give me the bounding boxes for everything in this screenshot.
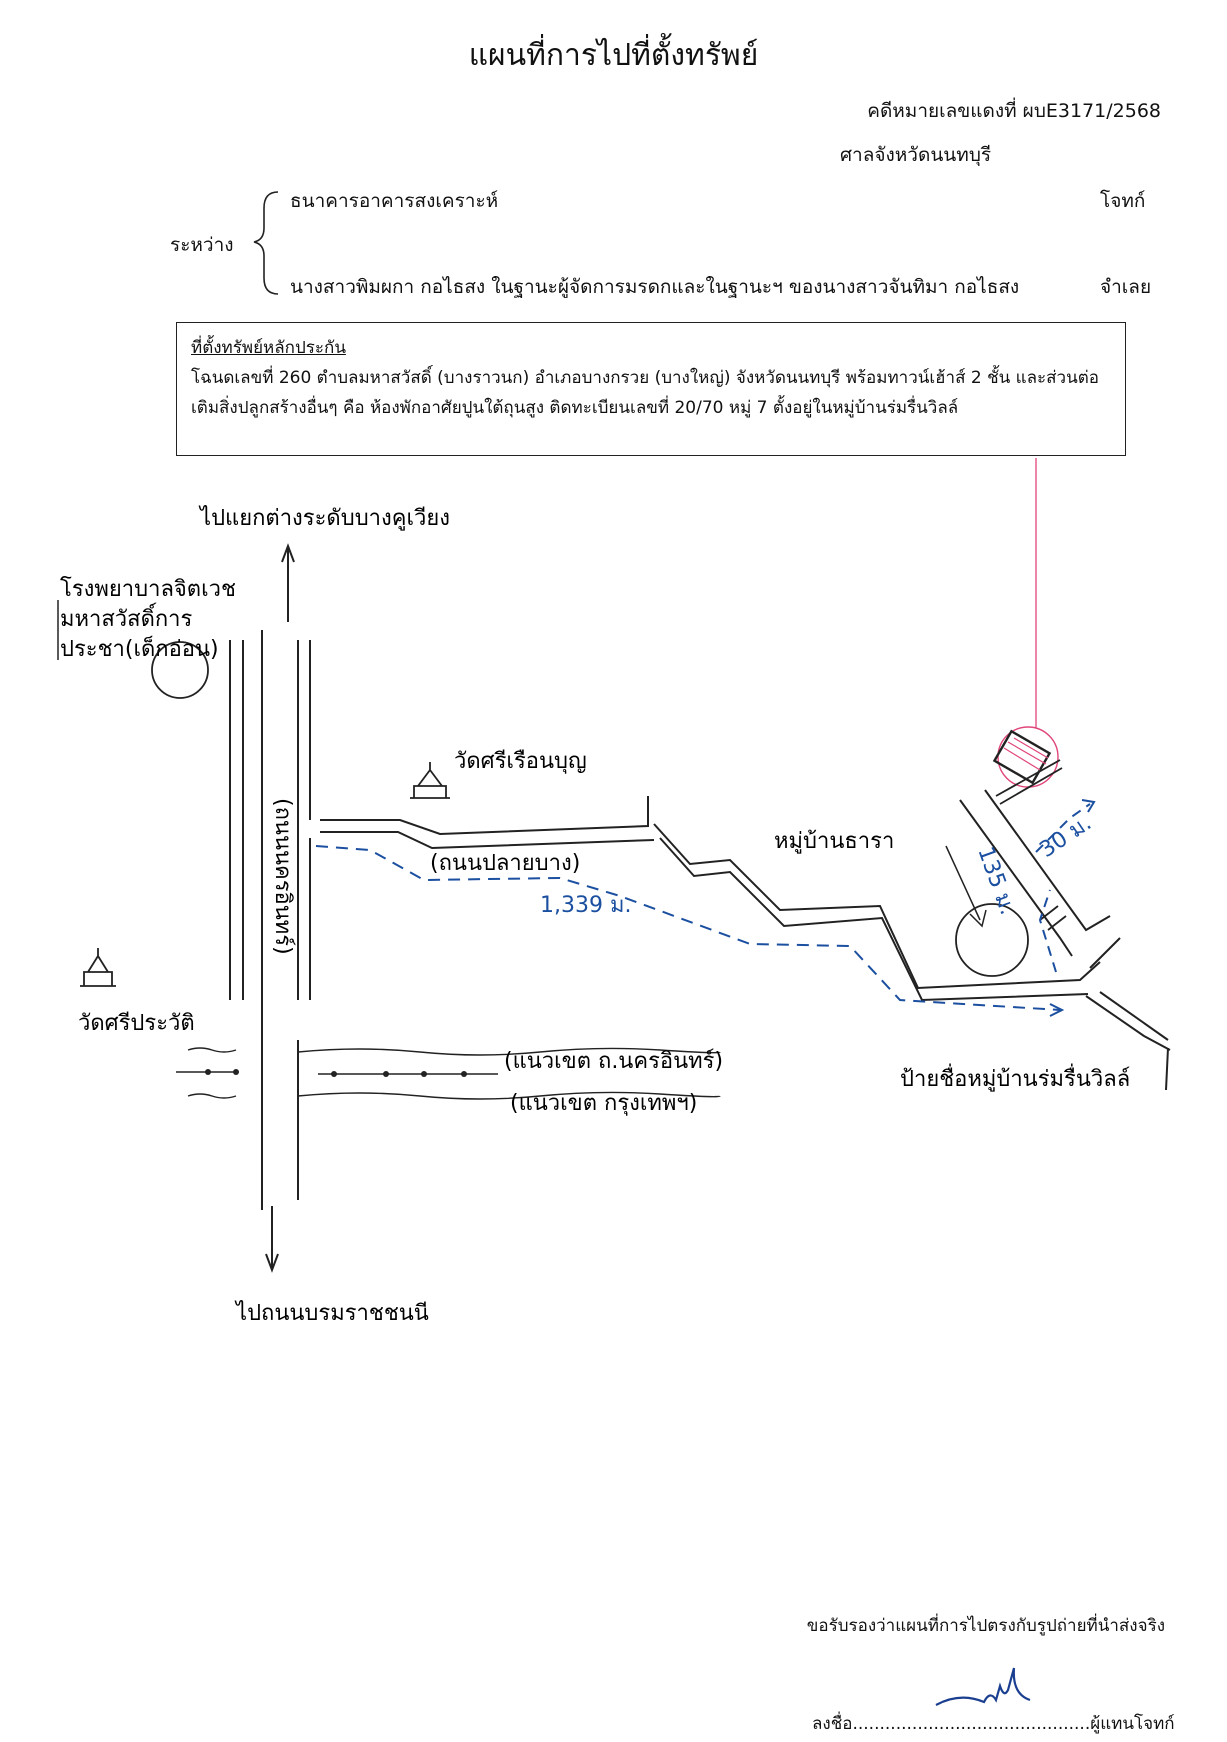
party-brace <box>253 191 279 295</box>
label-temple-1: วัดศรีเรือนบุญ <box>454 749 587 774</box>
route-dashed-soi <box>1038 889 1057 973</box>
collateral-line-1: โฉนดเลขที่ 260 ตำบลมหาสวัสดิ์ (บางราวนก)… <box>191 368 1099 388</box>
collateral-heading: ที่ตั้งทรัพย์หลักประกัน <box>191 338 346 358</box>
plaintiff-name: ธนาคารอาคารสงเคราะห์ <box>290 190 499 212</box>
sign-label: ลงชื่อ <box>812 1714 853 1734</box>
defendant-role: จำเลย <box>1100 276 1152 298</box>
label-rail-1: (แนวเขต ถ.นครอินทร์) <box>504 1049 723 1074</box>
railway-lines <box>176 1047 721 1100</box>
collateral-box: ที่ตั้งทรัพย์หลักประกัน โฉนดเลขที่ 260 ต… <box>176 322 1126 456</box>
defendant-name: นางสาวพิมผกา กอไธสง ในฐานะผู้จัดการมรดกแ… <box>290 276 1020 298</box>
label-distance-main: 1,339 ม. <box>540 893 631 918</box>
label-distance-soi: 135 ม. <box>972 844 1020 919</box>
certify-text: ขอรับรองว่าแผนที่การไปตรงกับรูปถ่ายที่นำ… <box>806 1616 1165 1636</box>
sign-dots: ........................................… <box>852 1714 1091 1734</box>
soi-road-edge-2 <box>984 789 1111 932</box>
label-side-road: (ถนนปลายบาง) <box>430 851 580 876</box>
temple-icon-2 <box>80 948 116 987</box>
label-temple-2: วัดศรีประวัติ <box>78 1011 195 1036</box>
collateral-line-2: เติมสิ่งปลูกสร้างอื่นๆ คือ ห้องพักอาศัยป… <box>191 398 959 418</box>
label-hospital-3: ประชา(เด็กอ่อน) <box>60 634 219 662</box>
property-building <box>992 729 1052 785</box>
label-hospital-2: มหาสวัสดิ์การ <box>60 603 193 632</box>
side-road-bottom <box>320 831 655 850</box>
label-to-south: ไปถนนบรมราชชนนี <box>234 1300 429 1326</box>
property-circle <box>997 726 1059 788</box>
route-dashed-last <box>1035 803 1091 853</box>
label-village-1: หมู่บ้านธารา <box>774 829 894 854</box>
plaintiff-role: โจทก์ <box>1100 190 1146 212</box>
side-road-top <box>320 796 649 836</box>
label-rail-2: (แนวเขต กรุงเทพฯ) <box>510 1091 697 1116</box>
signature <box>935 1667 1031 1706</box>
village-circle <box>955 903 1029 977</box>
court-name: ศาลจังหวัดนนทบุรี <box>840 144 992 166</box>
label-main-road: (ถนนนครอินทร์) <box>270 798 295 955</box>
signature-line: ลงชื่อ..................................… <box>812 1710 1175 1737</box>
temple-icon-1 <box>410 762 450 799</box>
between-label: ระหว่าง <box>170 234 234 256</box>
case-number: คดีหมายเลขแดงที่ ผบE3171/2568 <box>867 100 1161 122</box>
winding-road-bottom <box>659 837 1089 1002</box>
label-hospital-1: โรงพยาบาลจิตเวช <box>60 576 236 602</box>
property-hatch <box>1003 737 1049 771</box>
soi-road-edge-1 <box>959 799 1073 957</box>
page-title: แผนที่การไปที่ตั้งทรัพย์ <box>468 38 759 73</box>
label-village-sign: ป้ายชื่อหมู่บ้านร่มรื่นวิลล์ <box>900 1063 1130 1092</box>
label-to-north: ไปแยกต่างระดับบางคูเวียง <box>198 505 450 531</box>
winding-road-top <box>653 823 1101 990</box>
hospital-circle <box>151 641 209 699</box>
route-dashed-main <box>315 845 1061 1011</box>
sign-role: ผู้แทนโจทก์ <box>1090 1714 1175 1734</box>
label-distance-last: 30 ม. <box>1035 811 1096 863</box>
